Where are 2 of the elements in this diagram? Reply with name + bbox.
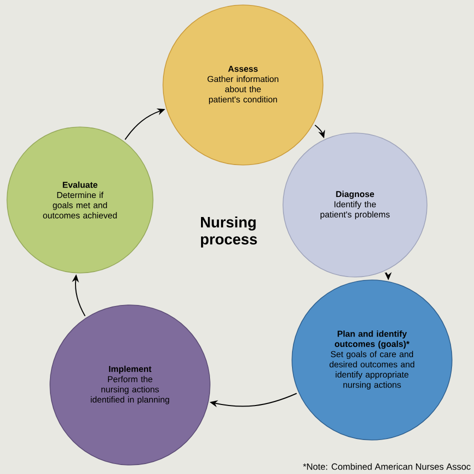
footnote: *Note: Combined American Nurses Assoc [303, 463, 471, 470]
diagram-title: Nursing process [201, 216, 257, 248]
